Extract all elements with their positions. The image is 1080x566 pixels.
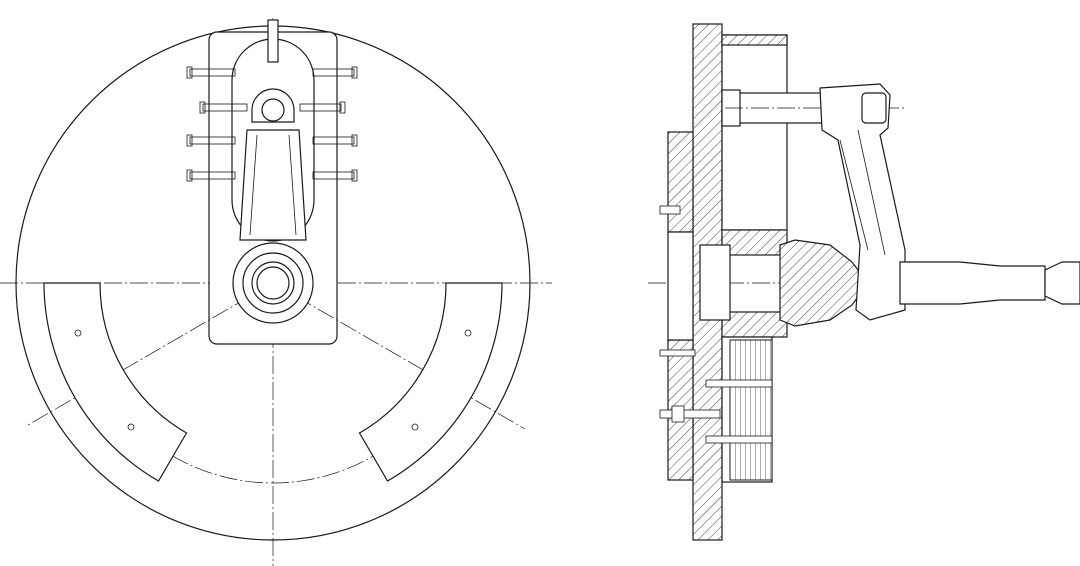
plate-lip xyxy=(721,34,788,46)
arc-slot-right xyxy=(358,282,503,482)
bushing-upper xyxy=(721,229,788,256)
arm-eye xyxy=(861,92,887,124)
clamp-bolts xyxy=(186,66,358,182)
bolts-side xyxy=(659,205,773,444)
front-view xyxy=(0,18,552,566)
hole xyxy=(411,423,419,431)
hole xyxy=(127,423,135,431)
bore xyxy=(699,244,731,321)
bushing-lower xyxy=(721,311,788,338)
side-section-view xyxy=(648,23,1080,541)
output-shaft xyxy=(899,261,1046,305)
arc-slot-left xyxy=(43,282,188,482)
hub-section-upper xyxy=(667,131,694,233)
hub-bore xyxy=(667,231,694,341)
hole xyxy=(74,329,82,337)
counterweight-stack xyxy=(729,339,773,481)
crank-pin-section xyxy=(779,239,869,327)
mounting-plate-side xyxy=(721,34,788,231)
connecting-rod xyxy=(232,19,314,324)
crank-arm xyxy=(819,83,906,321)
center-point xyxy=(1044,261,1080,305)
hole xyxy=(464,329,472,337)
